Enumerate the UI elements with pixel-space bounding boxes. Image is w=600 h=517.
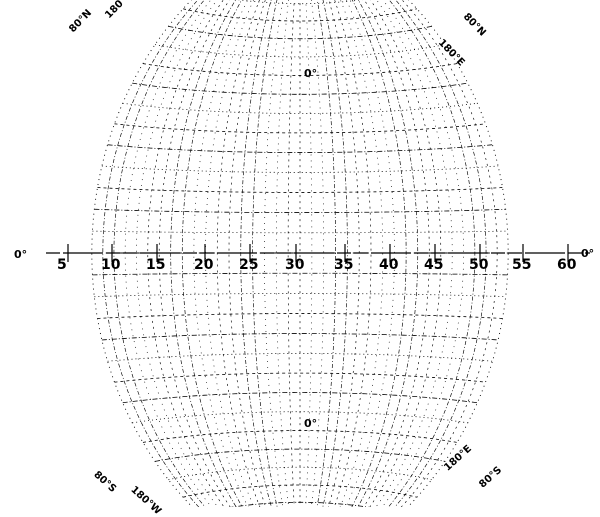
- parallel-curve: [316, 0, 336, 507]
- meridian-curve: [94, 293, 506, 298]
- scale-label-55: 55: [512, 257, 532, 273]
- meridian-curve: [168, 466, 432, 481]
- scale-label-25: 25: [239, 257, 259, 273]
- parallel-curve: [287, 0, 295, 507]
- meridian-curve: [101, 165, 499, 173]
- scale-label-50: 50: [469, 257, 489, 273]
- left-zero-label: 0°: [14, 248, 28, 261]
- scale-label-10: 10: [101, 257, 121, 273]
- scale-label-35: 35: [334, 257, 354, 273]
- scale-label-20: 20: [194, 257, 214, 273]
- top-center-zero-label: 0°: [304, 67, 318, 80]
- parallel-curve: [264, 0, 284, 507]
- parallel-curve: [228, 0, 267, 507]
- parallel-curve: [102, 0, 200, 507]
- scale-label-15: 15: [146, 257, 166, 273]
- scale-label-40: 40: [379, 257, 399, 273]
- parallel-curve: [333, 0, 372, 507]
- parallel-curve: [369, 0, 442, 507]
- parallel-curve: [400, 0, 498, 507]
- parallel-curve: [311, 0, 325, 507]
- right-zero-label: 0°: [581, 247, 595, 260]
- parallel-curve: [345, 0, 395, 507]
- meridian-curve: [101, 333, 499, 341]
- bottom-center-zero-label: 0°: [304, 417, 318, 430]
- meridian-curve: [114, 372, 486, 383]
- scale-label-60: 60: [557, 257, 577, 273]
- axis-tick-marks: [67, 244, 569, 262]
- meridian-curve: [132, 82, 468, 95]
- parallel-curve: [275, 0, 289, 507]
- meridian-curve: [107, 353, 493, 362]
- meridian-curve: [168, 25, 432, 40]
- parallel-curve: [305, 0, 313, 507]
- parallel-curve: [205, 0, 255, 507]
- meridian-curve: [183, 8, 417, 22]
- meridian-curve: [114, 123, 486, 134]
- scale-label-45: 45: [424, 257, 444, 273]
- scale-label-30: 30: [285, 257, 305, 273]
- parallel-curve: [381, 0, 464, 507]
- parallel-curve: [136, 0, 219, 507]
- meridian-curve: [94, 208, 506, 213]
- parallel-curve: [158, 0, 231, 507]
- scale-label-5: 5: [57, 257, 67, 273]
